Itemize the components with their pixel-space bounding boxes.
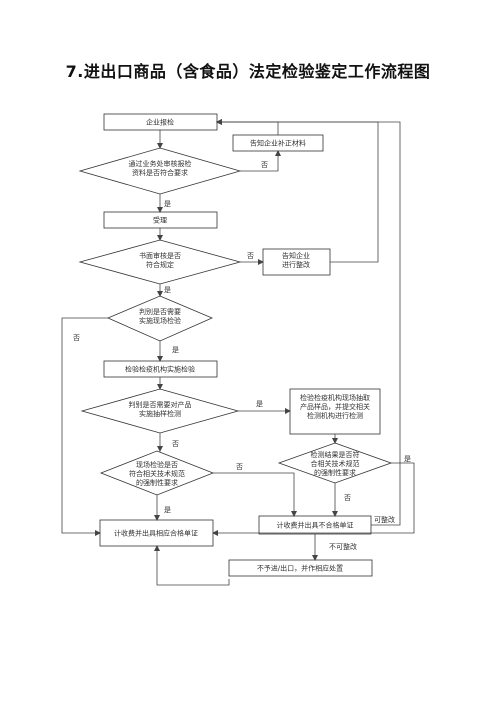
decision-onsite-inspection-text: 判别是否需要实施现场检验 [139,307,181,325]
label-d2-no: 否 [247,252,254,260]
decision-documents-check-line-1: 通过业务处审核报检 [129,159,192,168]
decision-onsite-compliant-line-1: 现场检验是否 [136,460,178,469]
label-d1-yes: 是 [164,200,171,208]
node-notify-supplement-line-1: 告知企业补正材料 [250,139,306,148]
decision-documents-check-text: 通过业务处审核报检资料是否符合要求 [129,159,192,177]
decision-written-review-line-1: 书面审核是否 [139,251,181,260]
node-sample-and-test [289,388,381,435]
node-reject-and-dispose-text: 不予进/出口，并作相应处置 [257,564,343,573]
label-d1-no: 否 [261,161,268,169]
edge-d3-no [61,317,108,536]
node-sample-and-test-text: 检验检疫机构现场抽取产品样品，并提交相关检测机构进行检测 [300,393,370,420]
decision-test-compliant-line-2: 合相关技术规范 [311,459,360,468]
decision-onsite-inspection-line-1: 判别是否需要 [139,307,181,316]
edge-d6-yes [212,462,415,536]
label-d5-yes: 是 [164,506,171,514]
page-title: 7.进出口商品（含食品）法定检验鉴定工作流程图 [65,62,431,81]
decision-onsite-compliant-line-2: 符合相关技术规范 [129,469,185,478]
edge-fixable [216,119,401,526]
node-sample-and-test-line-1: 检验检疫机构现场抽取 [300,393,370,402]
label-d3-no: 否 [73,334,80,342]
decision-written-review-text: 书面审核是否符合规定 [139,251,181,269]
decision-test-compliant-text: 检测结果是否符合相关技术规范的强制性要求 [311,450,360,477]
edge-d5-no [213,472,297,517]
node-agency-inspects-text: 检验检疫机构实施检验 [125,365,195,374]
decision-onsite-compliant-line-3: 的强制性要求 [136,478,178,487]
node-enterprise-inspection-text: 企业报检 [146,118,174,127]
decision-sampling-test-line-1: 判别是否需要对产品 [129,400,192,409]
edge-d1-no [240,150,281,172]
node-reject-and-dispose [228,559,373,577]
node-notify-supplement-text: 告知企业补正材料 [250,139,306,148]
label-d5-no: 否 [236,463,243,471]
decision-documents-check-line-2: 资料是否符合要求 [132,168,188,177]
node-issue-fail-certificate-text: 计收费并出具不合格单证 [277,521,354,530]
node-accept-text: 受理 [153,216,167,225]
node-issue-pass-certificate-line-1: 计收费并出具相应合格单证 [114,529,198,538]
decision-sampling-test-text: 判别是否需要对产品实施抽样检测 [129,400,192,418]
node-reject-and-dispose-line-1: 不予进/出口，并作相应处置 [257,564,343,573]
decision-test-compliant-line-3: 的强制性要求 [314,468,356,477]
label-d4-no: 否 [172,440,179,448]
node-issue-fail-certificate-line-1: 计收费并出具不合格单证 [277,521,354,530]
node-notify-rectify-text: 告知企业进行整改 [282,251,310,269]
label-d6-yes: 是 [404,455,411,463]
edge-n2-n1 [216,119,279,135]
node-sample-and-test-line-2: 产品样品，并提交相关 [300,402,370,411]
node-enterprise-inspection-line-1: 企业报检 [146,118,174,127]
decision-test-compliant-line-1: 检测结果是否符 [311,450,360,459]
node-sample-and-test-line-3: 检测机构进行检测 [307,411,363,420]
decision-onsite-compliant-text: 现场检验是否符合相关技术规范的强制性要求 [129,460,185,487]
node-notify-rectify-line-1: 告知企业 [282,251,310,260]
node-agency-inspects-line-1: 检验检疫机构实施检验 [125,365,195,374]
decision-sampling-test-line-2: 实施抽样检测 [139,409,181,418]
node-accept-line-1: 受理 [153,216,167,225]
edge-n9-n7 [154,545,230,586]
node-notify-rectify [262,248,331,276]
node-issue-pass-certificate-text: 计收费并出具相应合格单证 [114,529,198,538]
node-notify-rectify-line-2: 进行整改 [282,260,310,269]
label-d4-yes: 是 [256,400,263,408]
label-fixable: 可整改 [374,515,395,524]
label-d6-no: 否 [344,494,351,502]
decision-onsite-inspection-line-2: 实施现场检验 [139,316,181,325]
decision-written-review-line-2: 符合规定 [146,260,174,269]
label-d3-yes: 是 [172,346,179,354]
label-d2-yes: 是 [164,286,171,294]
label-not-fixable: 不可整改 [329,542,357,551]
